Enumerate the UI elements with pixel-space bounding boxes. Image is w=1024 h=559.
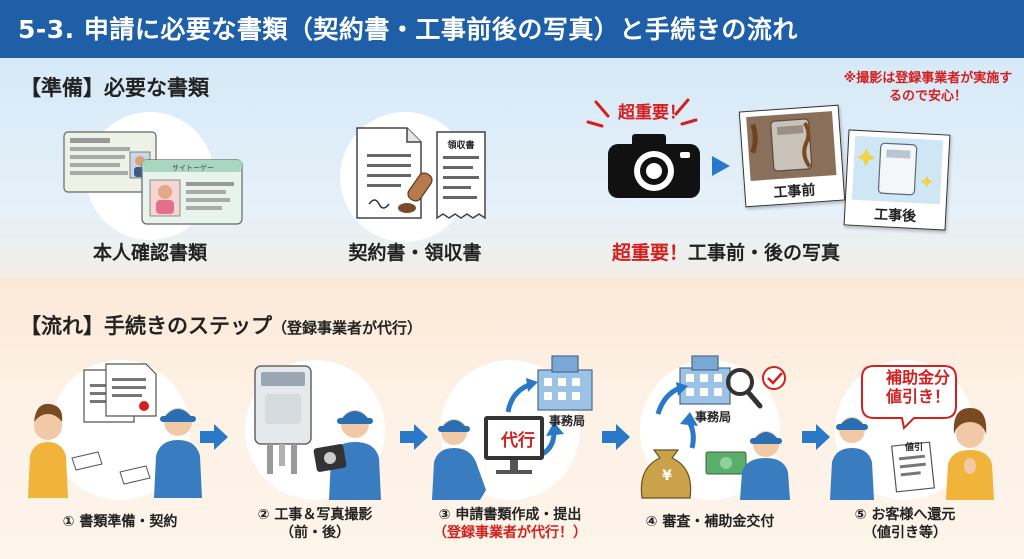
- contract-receipt-icon: 領収書: [356, 127, 486, 220]
- camera-arrow-icon: [712, 156, 730, 176]
- step2-install-photo-icon: [254, 365, 381, 500]
- office-label-step3: 事務局: [548, 414, 585, 428]
- step1-label: ① 書類準備・契約: [30, 513, 210, 531]
- step3-line2: （登録事業者が代行！）: [433, 525, 587, 541]
- prep-heading: 【準備】必要な書類: [20, 76, 209, 100]
- burst-text: 超重要！: [618, 103, 686, 123]
- flow-heading-main: 【流れ】手続きのステップ: [20, 314, 272, 338]
- id-card-text: サイトーゲー: [172, 163, 214, 172]
- flow-arrow-3-icon: [602, 424, 630, 450]
- photo-after-caption: 工事後: [873, 206, 917, 226]
- step2-line1: ② 工事＆写真撮影: [257, 507, 373, 523]
- step3-agent-submit-icon: [432, 355, 593, 500]
- daikou-text: 代行: [501, 431, 535, 451]
- discount-bubble: 補助金分 値引き！: [872, 368, 964, 406]
- step3-label: ③ 申請書類作成・提出 （登録事業者が代行！）: [410, 506, 610, 542]
- photos-label-rest: 工事前・後の写真: [688, 242, 841, 264]
- camera-icon: [608, 134, 700, 198]
- photo-note: ※撮影は登録事業者が実施するので安心！: [843, 71, 1013, 104]
- flow-arrow-1-icon: [200, 424, 228, 450]
- id-card-icon: サイトーゲー: [63, 131, 243, 225]
- photo-before-caption: 工事前: [773, 182, 817, 202]
- photos-label-emphasis: 超重要！: [612, 242, 689, 264]
- flow-heading: 【流れ】手続きのステップ（登録事業者が代行）: [20, 310, 422, 340]
- office-label-step4: 事務局: [694, 410, 731, 424]
- flow-arrow-2-icon: [400, 424, 428, 450]
- receipt-title: 領収書: [447, 139, 474, 151]
- step5-label: ⑤ お客様へ還元 （値引き等）: [815, 506, 995, 542]
- step5-line1: ⑤ お客様へ還元: [854, 507, 956, 523]
- step1-contract-scene-icon: [28, 363, 202, 498]
- step4-label: ④ 審査・補助金交付: [620, 513, 800, 531]
- photos-label: 超重要！工事前・後の写真: [612, 238, 912, 265]
- step4-line1: ④ 審査・補助金交付: [645, 514, 775, 530]
- bubble-line1: 補助金分: [885, 368, 950, 387]
- step5-discount-icon: [830, 365, 994, 500]
- photo-after: 工事後: [843, 129, 951, 231]
- burst-lines: [586, 98, 698, 128]
- photo-before: 工事前: [738, 104, 846, 208]
- discount-doc-label: 値引: [904, 443, 923, 453]
- water-heater-old-icon: [746, 111, 837, 181]
- yen-sign: ¥: [662, 468, 672, 484]
- step2-label: ② 工事＆写真撮影 （前・後）: [225, 506, 405, 542]
- contract-receipt-label: 契約書・領収書: [348, 242, 482, 264]
- header-bar: 5-3. 申請に必要な書類（契約書・工事前後の写真）と手続きの流れ: [0, 0, 1024, 58]
- water-heater-new-icon: [851, 135, 944, 205]
- bubble-line2: 値引き！: [885, 387, 950, 406]
- step3-line1: ③ 申請書類作成・提出: [438, 507, 582, 523]
- page-title: 5-3. 申請に必要な書類（契約書・工事前後の写真）と手続きの流れ: [18, 15, 798, 44]
- flow-heading-sub: （登録事業者が代行）: [272, 319, 423, 337]
- id-docs-label: 本人確認書類: [92, 242, 207, 264]
- step5-line2: （値引き等）: [863, 525, 947, 541]
- step4-review-grant-icon: [640, 355, 790, 500]
- step1-line1: ① 書類準備・契約: [62, 514, 178, 530]
- flow-arrow-4-icon: [802, 424, 830, 450]
- step2-line2: （前・後）: [280, 525, 350, 541]
